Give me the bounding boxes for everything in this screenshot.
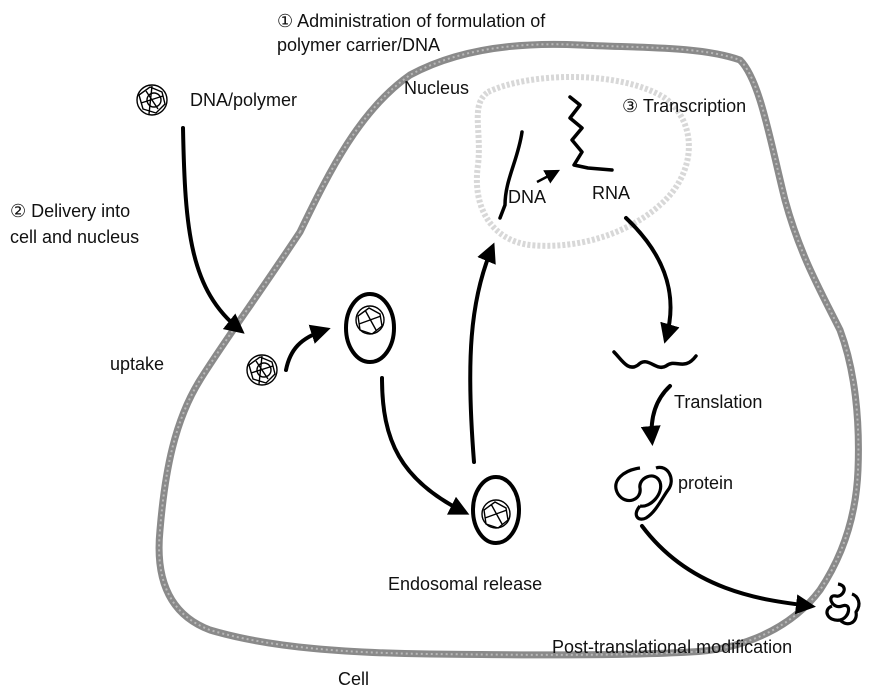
step3-label: ③ Transcription [622, 95, 746, 117]
step2-label-line2: cell and nucleus [10, 226, 139, 248]
uptake-complex-icon [247, 355, 277, 385]
modified-protein-icon [827, 584, 859, 624]
dna-polymer-complex-icon [137, 85, 167, 115]
mrna-strand [614, 352, 696, 367]
rna-label: RNA [592, 182, 630, 204]
dna-label: DNA [508, 186, 546, 208]
post-translational-label: Post-translational modification [552, 636, 792, 658]
endosome-release-icon [473, 477, 519, 543]
arrow-administration-to-uptake [183, 128, 240, 330]
arrow-endosome-to-release [382, 378, 464, 512]
step1-label-line2: polymer carrier/DNA [277, 34, 440, 56]
protein-icon [616, 467, 671, 519]
cell-membrane-texture [159, 44, 858, 655]
endosomal-release-label: Endosomal release [388, 573, 542, 595]
arrow-translation [652, 386, 670, 440]
protein-label: protein [678, 472, 733, 494]
endosome-icon [346, 294, 394, 362]
arrow-uptake-to-endosome [286, 330, 325, 370]
step1-label: ① Administration of formulation of [277, 10, 545, 32]
nucleus-label: Nucleus [404, 77, 469, 99]
dna-to-rna-arrow [537, 172, 556, 182]
arrow-post-translational [642, 526, 810, 606]
cell-membrane [159, 44, 858, 655]
step2-label: ② Delivery into [10, 200, 130, 222]
arrow-release-to-nucleus [470, 248, 492, 462]
cell-label: Cell [338, 668, 369, 690]
translation-label: Translation [674, 391, 762, 413]
dna-polymer-label: DNA/polymer [190, 89, 297, 111]
rna-strand [570, 97, 612, 170]
uptake-label: uptake [110, 353, 164, 375]
arrow-rna-to-cytoplasm [626, 218, 671, 338]
